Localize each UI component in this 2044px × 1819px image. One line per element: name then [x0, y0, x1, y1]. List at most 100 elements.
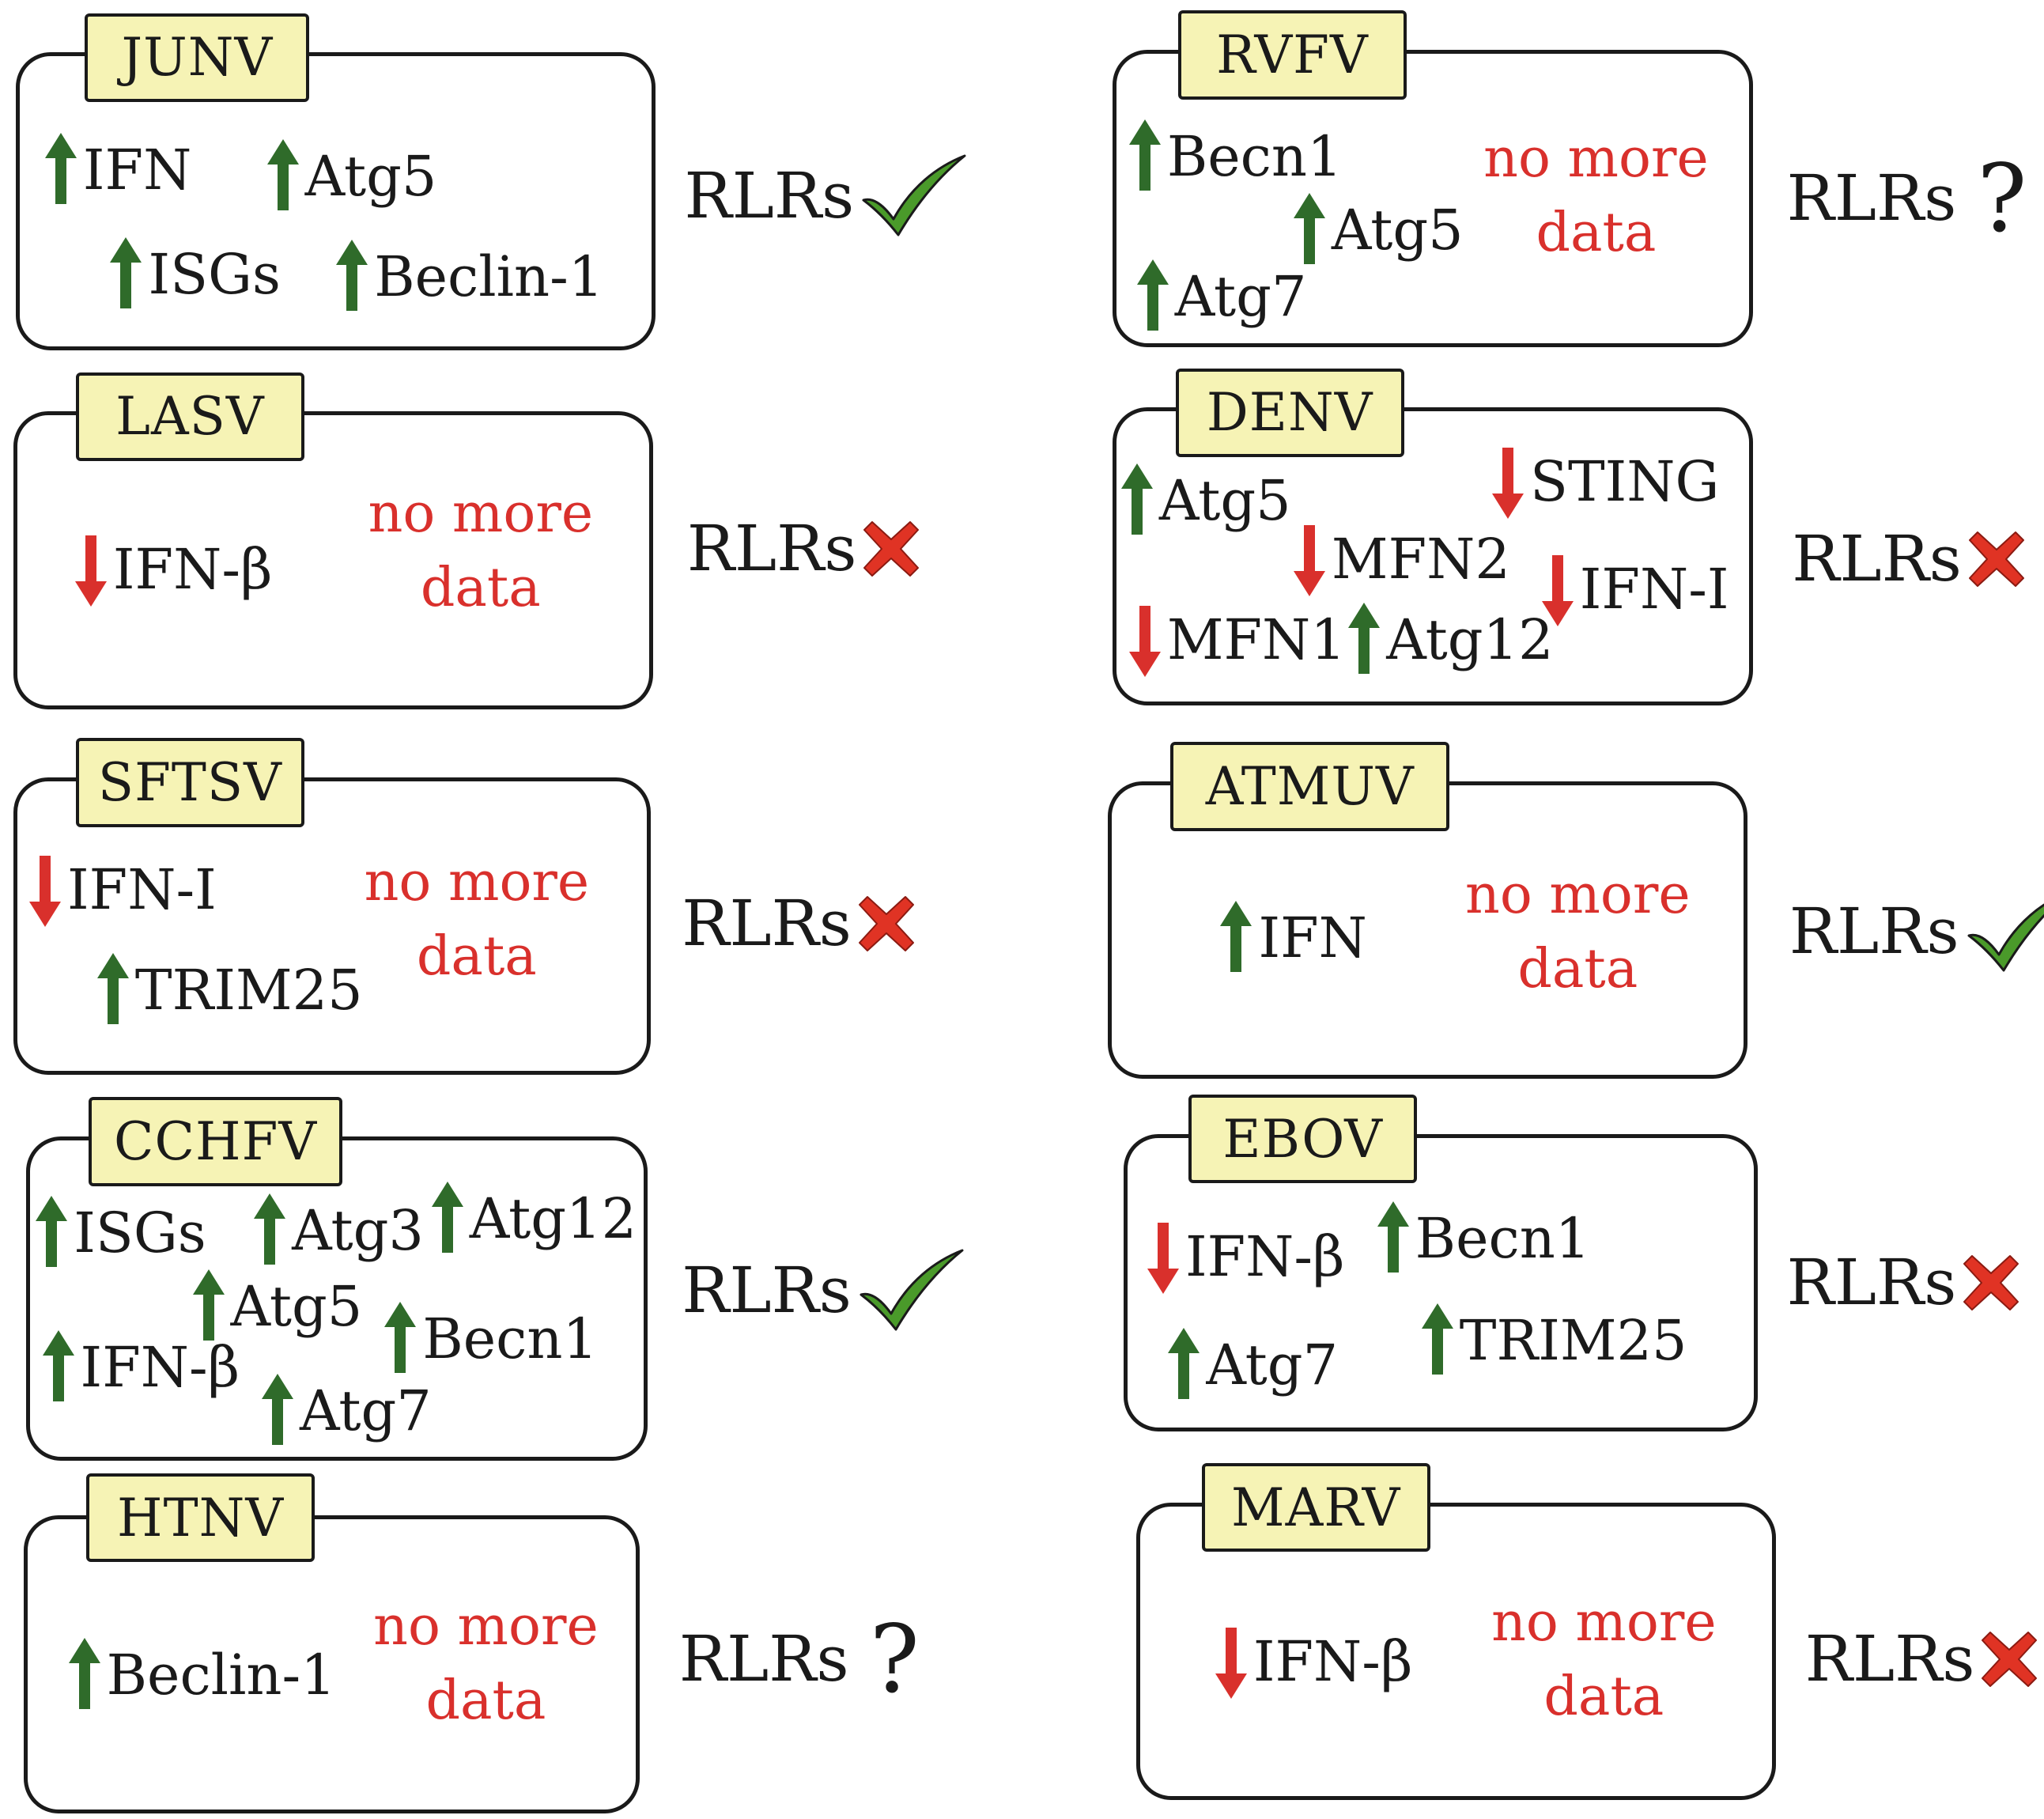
arrow-up-icon — [44, 132, 77, 204]
arrow-down-icon — [1147, 1222, 1179, 1294]
arrow-up-icon — [1168, 1328, 1200, 1400]
cross-icon — [1967, 529, 2027, 589]
rlr-verdict: RLRs — [1787, 1233, 2022, 1333]
marker-label: IFN-β — [80, 1335, 240, 1401]
arrow-up-icon — [68, 1637, 100, 1709]
arrow-up-icon — [1220, 900, 1252, 972]
arrow-up-icon — [110, 236, 142, 308]
marker-label: Atg12 — [1386, 607, 1554, 673]
marker-down-regulated: MFN2 — [1290, 520, 1510, 598]
rlr-verdict: RLRs — [1805, 1609, 2040, 1709]
marker-label: Atg5 — [304, 143, 437, 209]
cross-icon — [863, 520, 920, 577]
cross-icon — [1982, 1631, 2038, 1687]
marker-label: IFN-β — [1252, 1629, 1413, 1695]
arrow-up-icon — [1120, 463, 1153, 535]
rlr-label: RLRs — [686, 511, 857, 585]
marker-down-regulated: IFN-I — [1539, 550, 1729, 628]
marker-up-regulated: TRIM25 — [1419, 1301, 1687, 1379]
rlr-verdict: RLRs — [1792, 509, 2027, 609]
cross-icon — [856, 894, 916, 954]
marker-label: Atg5 — [1331, 197, 1464, 263]
check-icon — [1964, 888, 2044, 975]
question-mark: ? — [869, 1604, 920, 1714]
marker-label: Becn1 — [1166, 124, 1343, 190]
marker-label: Atg12 — [469, 1186, 637, 1252]
arrow-up-icon — [384, 1302, 417, 1374]
panel-box — [1113, 49, 1753, 348]
marker-label: Atg3 — [292, 1197, 424, 1263]
marker-label: Atg5 — [1158, 467, 1291, 533]
cross-icon — [1963, 1255, 2019, 1311]
check-icon — [859, 153, 969, 240]
marker-label: IFN-I — [67, 857, 217, 922]
question-icon: ? — [854, 1613, 920, 1706]
virus-label: DENV — [1175, 368, 1404, 458]
marker-up-regulated: Atg5 — [190, 1267, 363, 1345]
marker-label: IFN — [1258, 905, 1367, 970]
marker-label: STING — [1530, 449, 1720, 515]
no-more-data-line: data — [420, 556, 541, 619]
cross-icon — [1979, 1629, 2039, 1689]
panel-box — [26, 1136, 648, 1461]
marker-label: TRIM25 — [134, 958, 363, 1023]
marker-label: Becn1 — [422, 1307, 599, 1372]
arrow-down-icon — [29, 855, 62, 927]
arrow-up-icon — [262, 1373, 294, 1445]
arrow-up-icon — [192, 1269, 225, 1341]
marker-up-regulated: Beclin-1 — [66, 1636, 336, 1714]
cross-icon — [1968, 531, 2024, 587]
marker-up-regulated: IFN — [1217, 898, 1367, 977]
check-icon — [862, 154, 966, 236]
rlr-label: RLRs — [682, 1253, 852, 1327]
marker-label: IFN-I — [1579, 556, 1729, 622]
marker-up-regulated: Atg7 — [1165, 1326, 1338, 1405]
marker-down-regulated: IFN-β — [1212, 1622, 1413, 1700]
no-more-data-line: data — [1543, 1666, 1664, 1729]
cross-icon — [1961, 1253, 2021, 1313]
marker-up-regulated: Atg12 — [1345, 601, 1554, 679]
no-more-data-line: no more — [364, 850, 590, 913]
marker-up-regulated: Atg3 — [251, 1191, 424, 1269]
marker-up-regulated: ISGs — [32, 1194, 206, 1273]
arrow-up-icon — [1348, 603, 1381, 675]
marker-label: IFN-β — [112, 537, 273, 603]
rlr-label: RLRs — [1786, 1246, 1957, 1320]
marker-up-regulated: Atg12 — [429, 1180, 637, 1258]
rlr-label: RLRs — [1804, 1621, 1975, 1696]
marker-up-regulated: IFN-β — [40, 1329, 240, 1407]
marker-label: MFN1 — [1166, 607, 1346, 673]
rlr-label: RLRs — [682, 886, 852, 960]
marker-up-regulated: IFN — [42, 130, 191, 209]
marker-label: Atg5 — [230, 1273, 363, 1339]
arrow-up-icon — [1377, 1201, 1409, 1273]
virus-label: RVFV — [1177, 10, 1407, 100]
panel-box — [13, 777, 651, 1076]
no-more-data-line: no more — [1465, 864, 1691, 927]
no-more-data-line: data — [1536, 201, 1657, 264]
marker-up-regulated: Atg5 — [264, 137, 437, 215]
arrow-up-icon — [431, 1182, 463, 1254]
virus-label: LASV — [75, 372, 304, 462]
marker-label: MFN2 — [1331, 526, 1510, 592]
marker-label: Atg7 — [1206, 1333, 1339, 1398]
marker-down-regulated: IFN-β — [72, 531, 273, 609]
virus-label: JUNV — [85, 13, 310, 102]
virus-label: ATMUV — [1169, 742, 1450, 831]
arrow-up-icon — [1136, 259, 1169, 331]
marker-down-regulated: IFN-I — [26, 850, 217, 928]
rlr-label: RLRs — [1786, 161, 1957, 236]
arrow-up-icon — [254, 1193, 286, 1265]
marker-down-regulated: IFN-β — [1144, 1217, 1345, 1295]
rlr-verdict: RLRs? — [1787, 149, 2027, 248]
marker-label: Becn1 — [1415, 1205, 1591, 1271]
marker-label: ISGs — [148, 241, 281, 307]
panel-box — [1123, 1133, 1759, 1432]
arrow-down-icon — [1293, 524, 1325, 596]
marker-up-regulated: Becn1 — [381, 1299, 598, 1378]
no-more-data-line: no more — [373, 1595, 599, 1658]
virus-label: SFTSV — [75, 738, 304, 827]
